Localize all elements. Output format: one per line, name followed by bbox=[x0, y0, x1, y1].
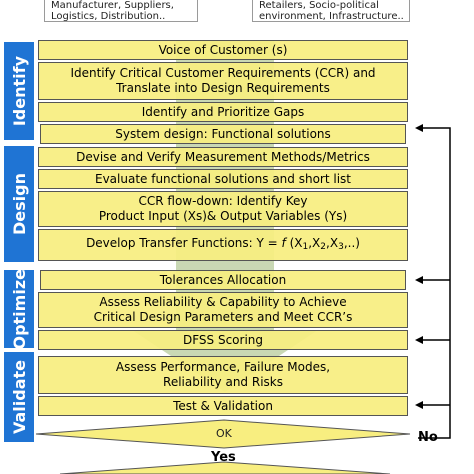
arrowhead-tolerance bbox=[415, 276, 423, 284]
phase-label: Validate bbox=[9, 359, 29, 435]
step-label: Voice of Customer (s) bbox=[158, 42, 288, 57]
step-line: Assess Performance, Failure Modes, bbox=[115, 360, 331, 374]
step-measurement-methods: Devise and Verify Measurement Methods/Me… bbox=[38, 147, 408, 167]
step-evaluate-solutions: Evaluate functional solutions and short … bbox=[38, 169, 408, 189]
source-box-suppliers: Manufacturer, Suppliers, Logistics, Dist… bbox=[44, 0, 198, 22]
feedback-loop-line bbox=[418, 127, 451, 439]
phase-label: Optimize bbox=[9, 268, 29, 350]
step-assess-reliability: Assess Reliability & Capability to Achie… bbox=[38, 292, 408, 328]
ok-decision-diamond bbox=[35, 419, 411, 449]
source-box-environment: Retailers, Socio-political environment, … bbox=[252, 0, 410, 22]
step-system-design: System design: Functional solutions bbox=[40, 124, 406, 144]
step-line: Assess Reliability & Capability to Achie… bbox=[99, 295, 347, 309]
step-test-validation: Test & Validation bbox=[38, 396, 408, 416]
formula-x: X bbox=[312, 235, 321, 250]
step-label: Tolerances Allocation bbox=[159, 272, 287, 287]
phase-optimize: Optimize bbox=[4, 268, 34, 350]
step-line: Critical Design Parameters and Meet CCR’… bbox=[93, 310, 353, 324]
step-line: Identify Critical Customer Requirements … bbox=[70, 66, 376, 80]
formula-sub: 3 bbox=[338, 241, 344, 252]
phase-validate: Validate bbox=[4, 352, 34, 442]
phase-design: Design bbox=[4, 146, 34, 262]
no-label: No bbox=[418, 430, 438, 445]
step-line: Translate into Design Requirements bbox=[116, 81, 330, 95]
step-label: DFSS Scoring bbox=[182, 332, 264, 347]
step-dfss-scoring: DFSS Scoring bbox=[38, 330, 408, 350]
source-line: Retailers, Socio-political bbox=[259, 0, 379, 11]
step-assess-performance: Assess Performance, Failure Modes,Reliab… bbox=[38, 356, 408, 394]
formula-x: X bbox=[294, 235, 303, 250]
phase-label: Design bbox=[9, 173, 29, 235]
step-voice-of-customer: Voice of Customer (s) bbox=[38, 40, 408, 60]
transfer-function-text: Develop Transfer Functions: Y = f (X1,X2… bbox=[86, 235, 360, 252]
step-label: Test & Validation bbox=[173, 398, 273, 413]
phase-identify: Identify bbox=[4, 42, 34, 140]
step-prioritize-gaps: Identify and Prioritize Gaps bbox=[38, 102, 408, 122]
step-label: Evaluate functional solutions and short … bbox=[94, 171, 351, 186]
formula-sub: 2 bbox=[320, 241, 327, 252]
phase-label: Identify bbox=[9, 55, 29, 127]
step-label: Identify and Prioritize Gaps bbox=[141, 104, 305, 119]
step-label: System design: Functional solutions bbox=[115, 126, 331, 141]
step-line: CCR flow-down: Identify Key bbox=[138, 194, 308, 208]
formula-tail: ,..) bbox=[343, 235, 360, 250]
step-line: Reliability and Risks bbox=[163, 375, 283, 389]
step-line: Product Input (Xs)& Output Variables (Ys… bbox=[98, 209, 348, 223]
formula-f: f bbox=[281, 235, 286, 250]
source-line: Manufacturer, Suppliers, bbox=[51, 0, 174, 11]
step-label: Develop Transfer Functions: Y = bbox=[86, 235, 282, 250]
arrowhead-system bbox=[415, 124, 423, 132]
step-transfer-functions: Develop Transfer Functions: Y = f (X1,X2… bbox=[38, 229, 408, 261]
step-label: Devise and Verify Measurement Methods/Me… bbox=[76, 149, 370, 164]
ok-label: OK bbox=[216, 427, 232, 440]
source-line: Logistics, Distribution.. bbox=[51, 11, 166, 22]
formula-x: X bbox=[329, 235, 339, 250]
step-identify-ccr: Identify Critical Customer Requirements … bbox=[38, 62, 408, 100]
arrowhead-test bbox=[415, 401, 423, 409]
step-tolerances-allocation: Tolerances Allocation bbox=[40, 270, 406, 290]
result-diamond bbox=[59, 461, 391, 474]
formula-sub: 1 bbox=[302, 241, 309, 252]
arrowhead-dfss bbox=[415, 336, 423, 344]
yes-label: Yes bbox=[211, 450, 236, 465]
source-line: environment, Infrastructure.. bbox=[259, 11, 404, 22]
